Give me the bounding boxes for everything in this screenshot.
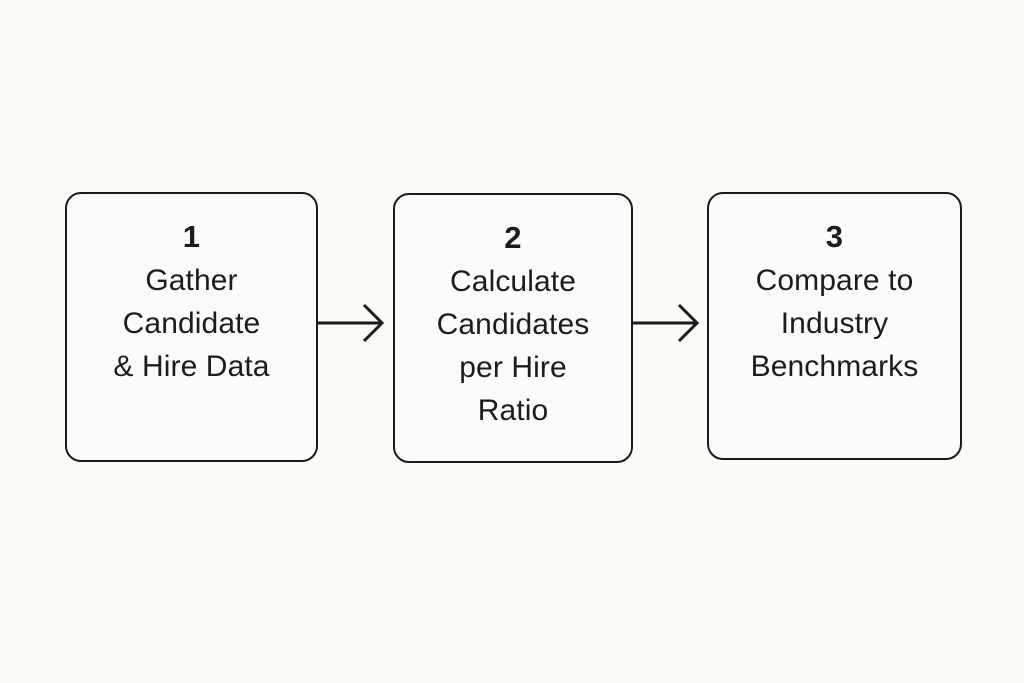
step-number: 3 [825,219,844,254]
step-label-line: Gather [145,264,238,297]
step-box-1: 1 Gather Candidate & Hire Data [65,192,318,462]
arrow-right-icon [633,303,700,343]
step-label-line: Benchmarks [750,350,919,383]
step-label-line: per Hire [459,351,567,384]
arrow-right-icon [318,303,385,343]
step-number: 2 [504,220,522,255]
step-box-3: 3 Compare to Industry Benchmarks [707,192,962,460]
step-label-line: Calculate [450,265,576,298]
step-number: 1 [182,219,201,254]
step-label-line: Ratio [477,394,549,427]
step-box-2: 2 Calculate Candidates per Hire Ratio [393,193,633,463]
step-label-line: Candidates [436,308,590,341]
step-label-line: Compare to [755,264,914,297]
step-label-line: Candidate [122,307,261,340]
step-label-line: & Hire Data [113,350,270,383]
step-label-line: Industry [780,307,889,340]
